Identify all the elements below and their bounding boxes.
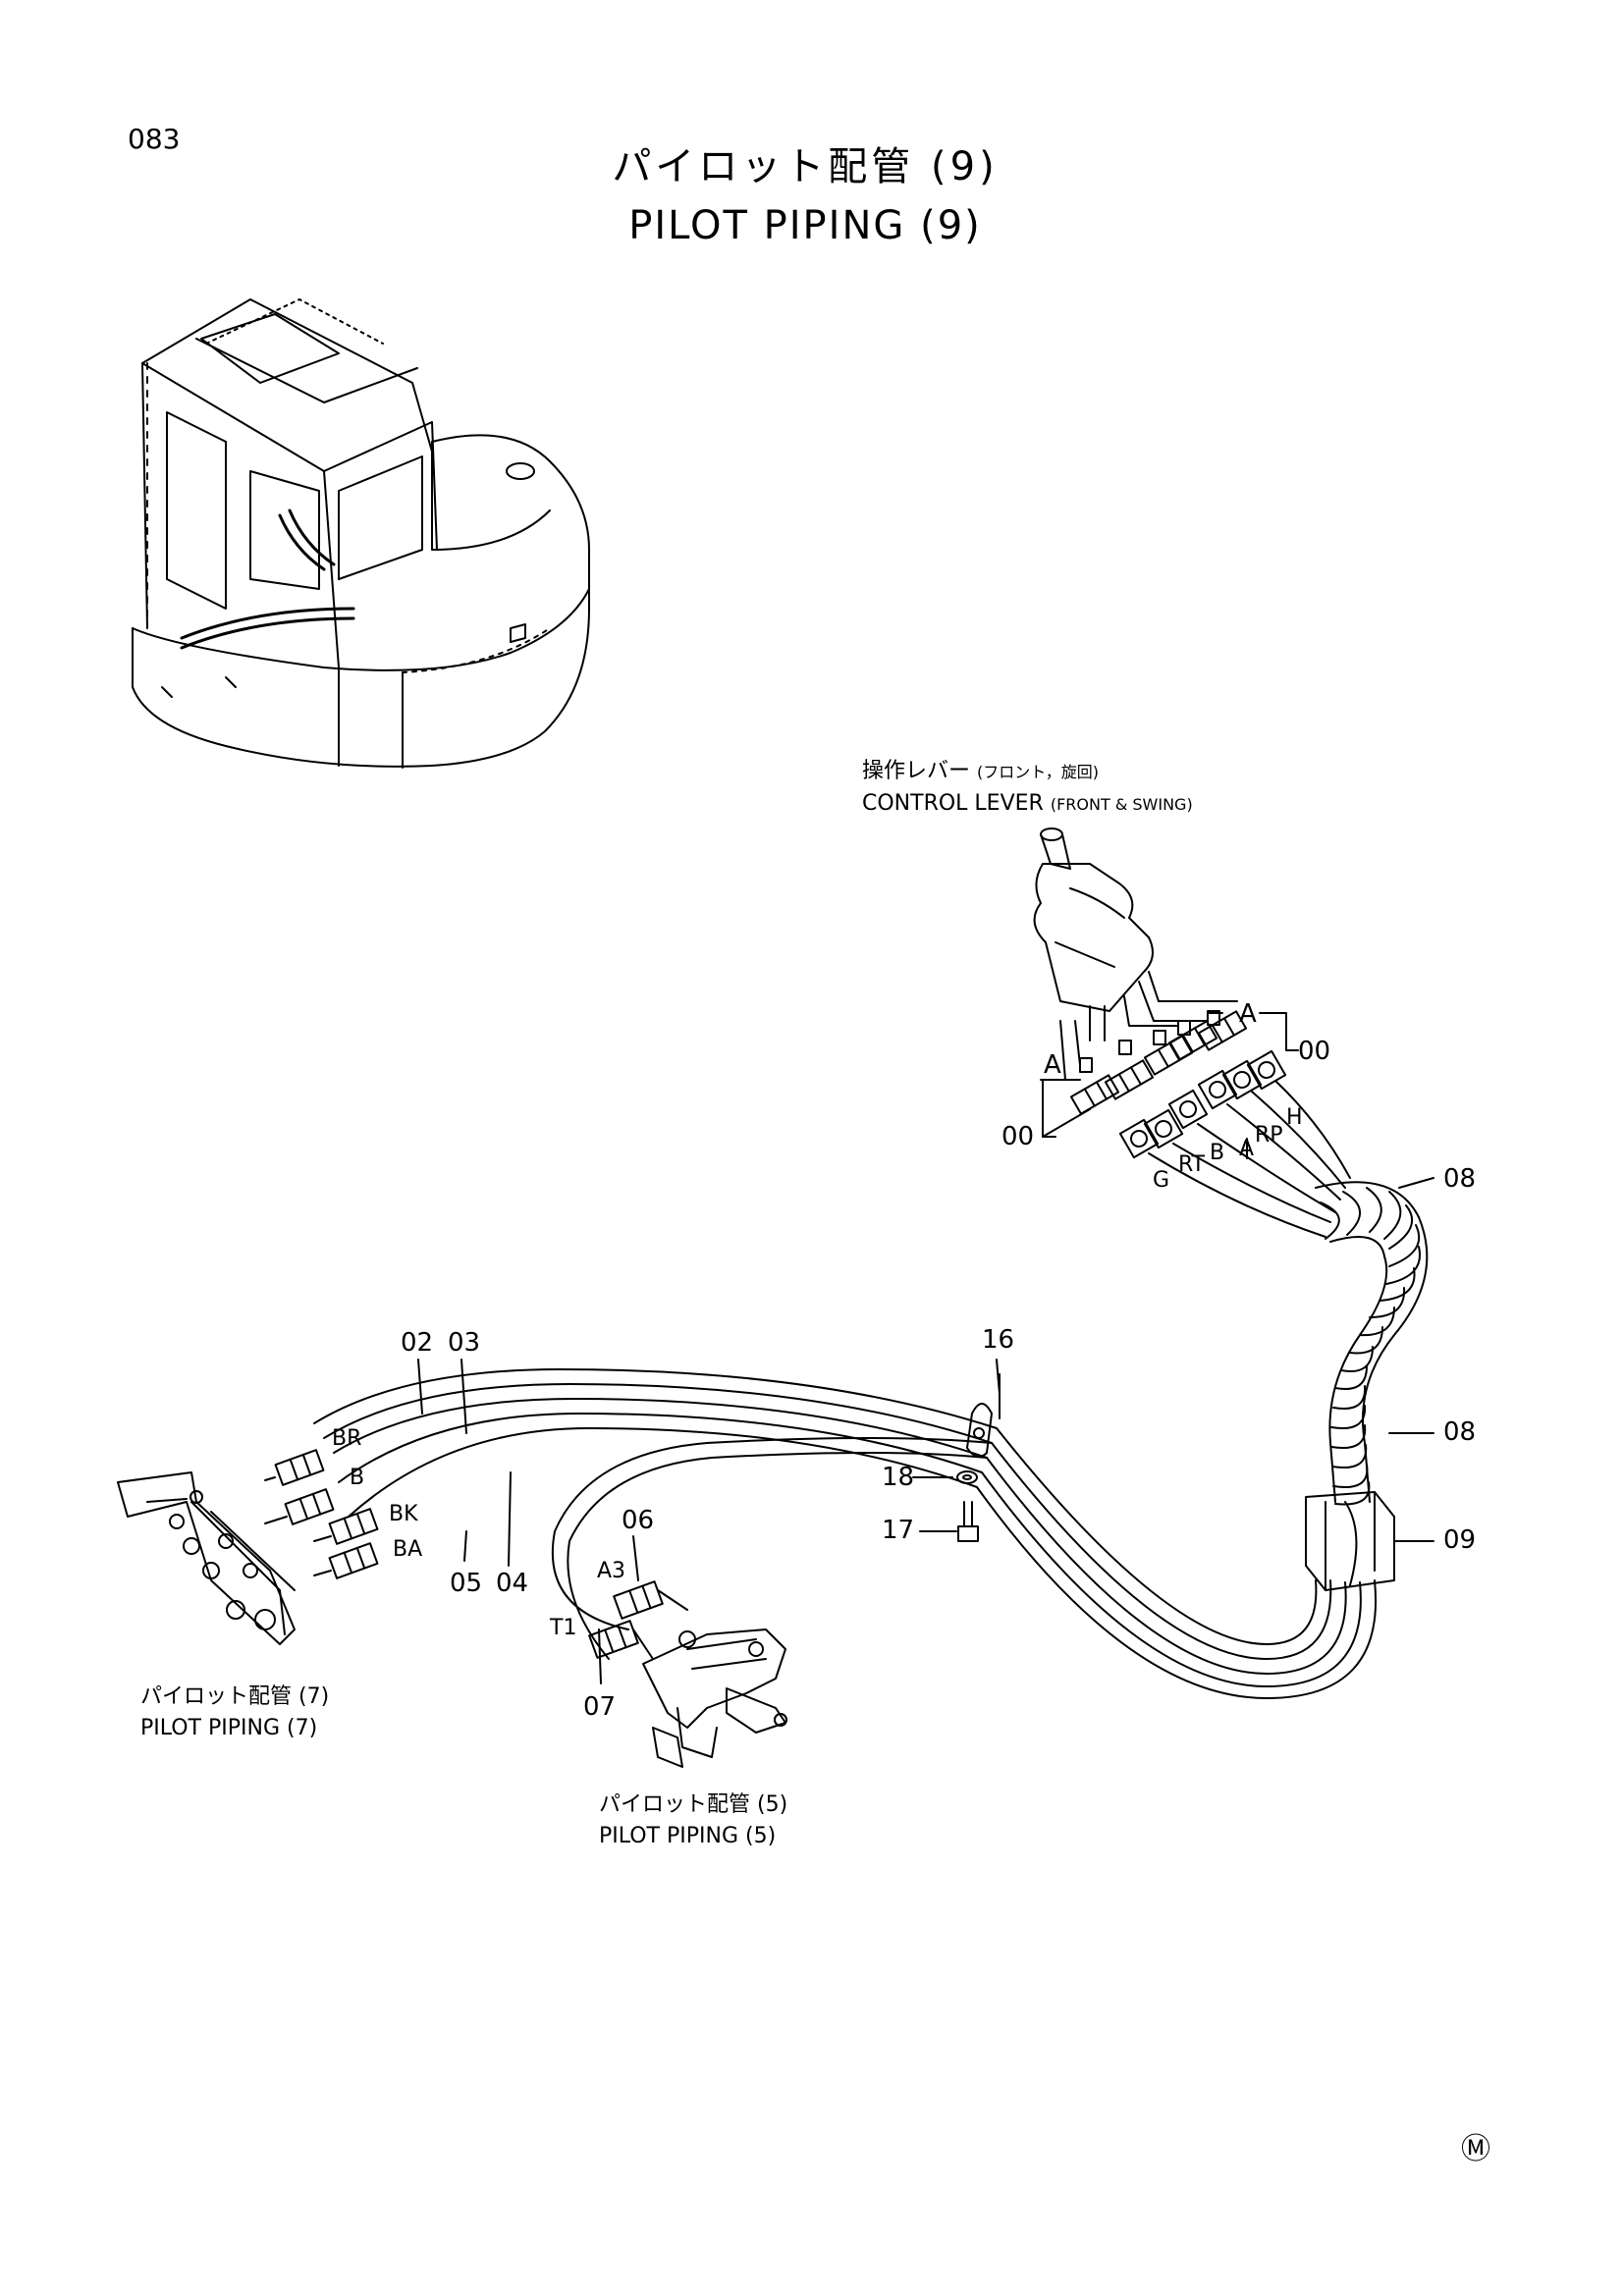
port-label: A3 bbox=[597, 1559, 626, 1583]
port-label: B bbox=[1210, 1141, 1225, 1165]
control-lever-name-en: CONTROL LEVER bbox=[862, 791, 1044, 816]
reference-english: PILOT PIPING (7) bbox=[140, 1716, 318, 1740]
cab-illustration bbox=[133, 299, 589, 768]
port-label: T1 bbox=[550, 1616, 577, 1640]
page-title-japanese: パイロット配管 (9) bbox=[612, 144, 999, 189]
control-lever-valve bbox=[1035, 828, 1237, 1080]
part-number: 16 bbox=[982, 1325, 1015, 1355]
page-number: 083 bbox=[128, 123, 181, 155]
port-label: BR bbox=[332, 1426, 362, 1451]
port-label: B bbox=[350, 1466, 365, 1490]
clip-and-bolt bbox=[913, 1374, 1000, 1541]
part-number: 06 bbox=[622, 1506, 655, 1535]
control-lever-note-jp: (フロント，旋回) bbox=[977, 763, 1100, 781]
part-number: 03 bbox=[448, 1328, 481, 1358]
port-label: A bbox=[1044, 1050, 1061, 1080]
part-number: 07 bbox=[583, 1692, 617, 1722]
control-lever-label-japanese: 操作レバー (フロント，旋回) bbox=[862, 761, 1099, 782]
part-number: 18 bbox=[882, 1463, 915, 1492]
port-label: A bbox=[1239, 999, 1257, 1029]
pilot-valve bbox=[589, 1581, 786, 1767]
spiral-protector bbox=[1316, 1182, 1427, 1504]
part-number: 17 bbox=[882, 1516, 915, 1545]
part-number: 02 bbox=[401, 1328, 434, 1358]
leader-lines bbox=[418, 1178, 1434, 1683]
control-lever-name-jp: 操作レバー bbox=[862, 759, 971, 783]
left-hose-fittings bbox=[265, 1450, 377, 1578]
part-number: 08 bbox=[1443, 1164, 1477, 1194]
part-number: 05 bbox=[450, 1569, 483, 1598]
part-number: 00 bbox=[1298, 1037, 1331, 1066]
part-number: 04 bbox=[496, 1569, 529, 1598]
part-number: 00 bbox=[1001, 1122, 1035, 1151]
control-lever-label-english: CONTROL LEVER (FRONT & SWING) bbox=[862, 793, 1193, 815]
corner-mark: Ⓜ bbox=[1461, 2132, 1490, 2166]
hose-clamp bbox=[1306, 1492, 1394, 1590]
hose-bundle bbox=[314, 1369, 1376, 1698]
reference-english: PILOT PIPING (5) bbox=[599, 1824, 777, 1848]
port-label: G bbox=[1153, 1168, 1170, 1193]
part-number: 08 bbox=[1443, 1417, 1477, 1447]
control-lever-note-en: (FRONT & SWING) bbox=[1050, 795, 1193, 814]
port-label: BK bbox=[389, 1502, 418, 1526]
reference-japanese: パイロット配管 (7) bbox=[140, 1684, 330, 1709]
left-manifold bbox=[118, 1472, 295, 1644]
lever-hose-fittings bbox=[1071, 1011, 1285, 1157]
reference-japanese: パイロット配管 (5) bbox=[599, 1792, 788, 1817]
page-title-english: PILOT PIPING (9) bbox=[628, 203, 982, 248]
part-number: 09 bbox=[1443, 1525, 1477, 1555]
lever-hoses bbox=[1149, 1082, 1350, 1237]
port-label: RP bbox=[1255, 1123, 1283, 1148]
port-label: RT bbox=[1178, 1152, 1206, 1177]
port-label: BA bbox=[393, 1537, 423, 1562]
port-label: H bbox=[1286, 1105, 1303, 1130]
port-label: A bbox=[1239, 1137, 1255, 1161]
